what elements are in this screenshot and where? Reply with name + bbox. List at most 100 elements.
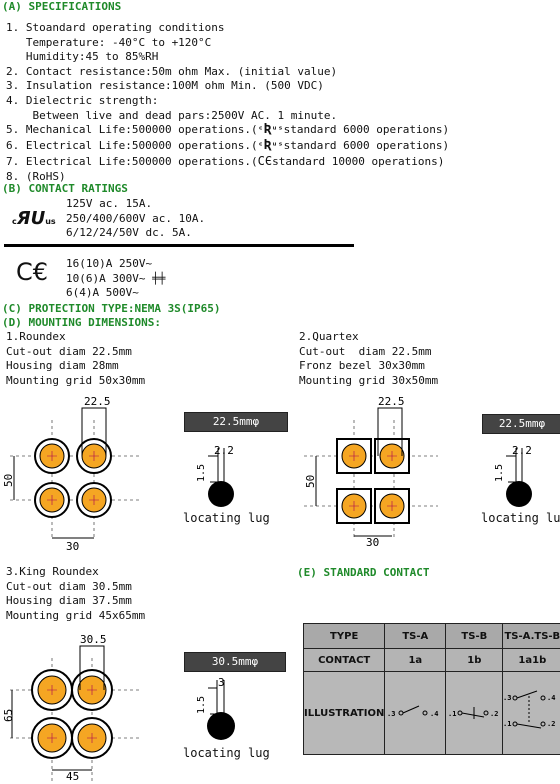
contact-table: TYPE TS-A TS-B TS-A.TS-B CONTACT 1a 1b 1… bbox=[302, 623, 560, 755]
spec-line-4: 4. Dielectric strength: bbox=[6, 93, 159, 107]
cell-1a1b: 1a1b bbox=[502, 648, 560, 672]
roundex-dim-top: 22.5 bbox=[84, 395, 111, 408]
illus-no-nc: .3 .4 .1 .2 bbox=[502, 671, 560, 755]
ul-ratings: 125V ac. 15A. 250/400/600V ac. 10A. 6/12… bbox=[66, 197, 205, 241]
illus-nc: .1 .2 bbox=[445, 671, 504, 755]
spec-line-3: 3. Insulation resistance:100M ohm Min. (… bbox=[6, 79, 324, 93]
roundex-grid: Mounting grid 50x30mm bbox=[6, 373, 146, 387]
king-specs: 3.King Roundex Cut-out diam 30.5mm Housi… bbox=[6, 565, 145, 623]
roundex-title: 1.Roundex bbox=[6, 330, 66, 343]
lug-circle bbox=[207, 712, 235, 740]
quartex-buttons bbox=[336, 438, 410, 524]
roundex-lug-h: 1.5 bbox=[196, 464, 207, 482]
ul-rating-1: 125V ac. 15A. bbox=[66, 197, 153, 210]
cell-1a: 1a bbox=[384, 648, 447, 672]
svg-text:.3: .3 bbox=[387, 710, 395, 718]
col-ts-ab: TS-A.TS-B bbox=[502, 623, 560, 649]
king-grid: Mounting grid 45x65mm bbox=[6, 608, 146, 622]
roundex-buttons bbox=[34, 438, 112, 518]
ul-rating-3: 6/12/24/50V dc. 5A. bbox=[66, 226, 192, 240]
quartex-lug: 2.2 1.5 bbox=[494, 444, 532, 507]
ul-rating-2: 250/400/600V ac. 10A. bbox=[66, 211, 206, 225]
spec-line-temp: Temperature: -40°C to +120°C bbox=[6, 35, 212, 49]
lug-circle bbox=[506, 481, 532, 507]
king-dim-bottom: 45 bbox=[66, 770, 79, 783]
spec-heading: (A) SPECIFICATIONS bbox=[2, 0, 122, 13]
king-diagram: 30.5 65 45 bbox=[2, 633, 140, 784]
ce-rating-2: 10(6)A 300V~ ╪╪ bbox=[66, 271, 166, 285]
spec-line-8: 8. (RoHS) bbox=[6, 169, 66, 183]
svg-text:.1: .1 bbox=[503, 720, 511, 728]
quartex-badge: 22.5mmφ bbox=[482, 414, 560, 434]
cell-1b: 1b bbox=[445, 648, 504, 672]
roundex-dim-bottom: 30 bbox=[66, 540, 79, 553]
roundex-dim-side: 50 bbox=[2, 474, 15, 487]
king-lug: 3 1.5 bbox=[196, 676, 235, 740]
table-row: ILLUSTRATION .3 .4 .1 .2 .3 . bbox=[302, 671, 560, 755]
ul-icon: ᶜƦᵘˢ bbox=[257, 137, 284, 153]
spec-line-humidity: Humidity:45 to 85%RH bbox=[6, 50, 159, 64]
king-title: 3.King Roundex bbox=[6, 565, 99, 578]
mounting-heading: (D) MOUNTING DIMENSIONS: bbox=[2, 316, 161, 329]
spec-line-1: 1. Stoandard operating conditions bbox=[6, 21, 225, 34]
king-cutout: Cut-out diam 30.5mm bbox=[6, 579, 132, 593]
ce-rating-3: 6(4)A 500V~ bbox=[66, 286, 139, 300]
ce-ratings: 16(10)A 250V~ 10(6)A 300V~ ╪╪ 6(4)A 500V… bbox=[66, 257, 165, 301]
quartex-dim-side: 50 bbox=[304, 475, 317, 488]
king-housing: Housing diam 37.5mm bbox=[6, 594, 132, 608]
svg-text:.4: .4 bbox=[547, 694, 555, 702]
svg-text:.3: .3 bbox=[503, 694, 511, 702]
svg-text:.2: .2 bbox=[490, 710, 498, 718]
king-dim-side: 65 bbox=[2, 709, 15, 722]
illus-no: .3 .4 bbox=[384, 671, 447, 755]
quartex-dim-bottom: 30 bbox=[366, 536, 379, 549]
king-lug-w: 3 bbox=[218, 676, 225, 689]
quartex-lug-w: 2.2 bbox=[512, 444, 532, 457]
svg-text:.1: .1 bbox=[448, 710, 456, 718]
roundex-lug-label: locating lug bbox=[183, 511, 270, 525]
ce-logo-icon: C€ bbox=[16, 258, 49, 286]
svg-text:.2: .2 bbox=[547, 720, 555, 728]
roundex-cutout: Cut-out diam 22.5mm bbox=[6, 344, 132, 358]
triple-bar-icon: ╪╪ bbox=[152, 271, 166, 285]
ce-icon: ϹЄ bbox=[257, 154, 273, 169]
svg-text:.4: .4 bbox=[430, 710, 438, 718]
col-type: TYPE bbox=[302, 623, 386, 649]
quartex-cutout: Cut-out diam 22.5mm bbox=[299, 344, 432, 358]
king-badge: 30.5mmφ bbox=[184, 652, 286, 672]
table-row: CONTACT 1a 1b 1a1b bbox=[302, 648, 560, 672]
spec-line-4b: Between live and dead pars:2500V AC. 1 m… bbox=[6, 108, 338, 122]
roundex-badge: 22.5mmφ bbox=[184, 412, 288, 432]
row-contact-label: CONTACT bbox=[302, 648, 386, 672]
ratings-heading: (B) CONTACT RATINGS bbox=[2, 182, 128, 195]
roundex-lug: 2.2 1.5 bbox=[196, 444, 234, 507]
protection-heading: (C) PROTECTION TYPE:NEMA 3S(IP65) bbox=[2, 302, 221, 315]
king-lug-h: 1.5 bbox=[196, 696, 207, 714]
roundex-specs: 1.Roundex Cut-out diam 22.5mm Housing di… bbox=[6, 330, 145, 388]
spec-list: 1. Stoandard operating conditions Temper… bbox=[6, 21, 449, 185]
col-ts-a: TS-A bbox=[384, 623, 447, 649]
quartex-diagram: 22.5 50 30 bbox=[304, 395, 438, 549]
divider bbox=[4, 244, 354, 247]
quartex-lug-h: 1.5 bbox=[494, 464, 505, 482]
lug-circle bbox=[208, 481, 234, 507]
table-row: TYPE TS-A TS-B TS-A.TS-B bbox=[302, 623, 560, 649]
no-contact-icon: .3 .4 bbox=[387, 705, 439, 718]
quartex-lug-label: locating lug bbox=[481, 511, 560, 525]
king-dim-top: 30.5 bbox=[80, 633, 107, 646]
col-ts-b: TS-B bbox=[445, 623, 504, 649]
row-illustration-label: ILLUSTRATION bbox=[302, 671, 386, 755]
king-buttons bbox=[31, 669, 113, 759]
quartex-grid: Mounting grid 30x50mm bbox=[299, 373, 439, 387]
ul-logo-icon: cЯUus bbox=[12, 208, 56, 229]
quartex-bezel: Fronz bezel 30x30mm bbox=[299, 359, 425, 373]
roundex-diagram: 22.5 50 30 bbox=[2, 395, 140, 553]
no-nc-contact-icon: .3 .4 .1 .2 bbox=[503, 690, 556, 728]
quartex-dim-top: 22.5 bbox=[378, 395, 405, 408]
quartex-specs: 2.Quartex Cut-out diam 22.5mm Fronz beze… bbox=[299, 330, 438, 388]
nc-contact-icon: .1 .2 bbox=[448, 706, 499, 719]
ul-icon: ᶜƦᵘˢ bbox=[257, 122, 284, 138]
spec-line-7: 7. Electrical Life:500000 operations.(ϹЄ… bbox=[6, 154, 445, 169]
spec-line-6: 6. Electrical Life:500000 operations.(ᶜƦ… bbox=[6, 137, 450, 153]
roundex-lug-w: 2.2 bbox=[214, 444, 234, 457]
